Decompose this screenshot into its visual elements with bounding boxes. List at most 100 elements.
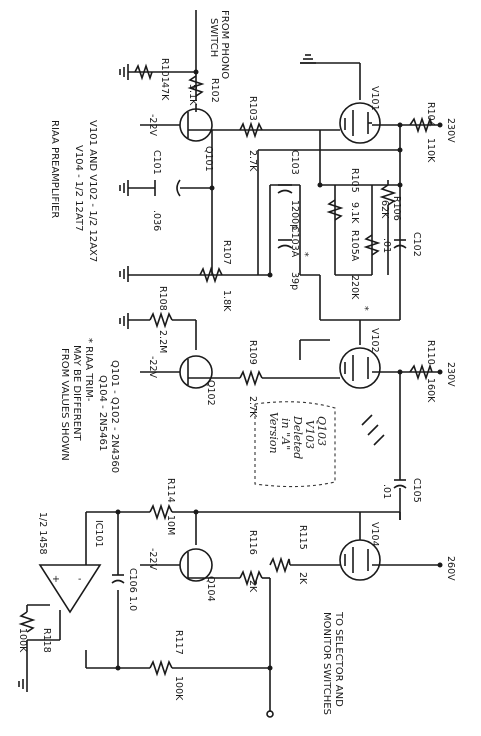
- q102-ref: Q102: [205, 380, 216, 406]
- junction-dot: [317, 182, 323, 188]
- r103-value: 2.7K: [247, 150, 258, 172]
- jfet-q104: [179, 548, 213, 582]
- r110-value: 160K: [425, 378, 436, 403]
- junction-dot: [397, 182, 403, 188]
- r110-ref: R110: [425, 340, 436, 365]
- r105a-star: *: [359, 306, 370, 311]
- junction-dot: [193, 509, 199, 515]
- junction-dot: [267, 665, 273, 671]
- r116-value: 2K: [247, 580, 258, 593]
- ground-symbol: [119, 266, 129, 282]
- terminal-230v-1: [437, 122, 443, 128]
- r117-ref: R117: [173, 630, 184, 655]
- input-label-1: FROM PHONO: [219, 10, 230, 79]
- jfet-q102: [179, 355, 213, 389]
- q101-ref: Q101: [203, 146, 214, 172]
- resistor-r105a: [363, 234, 381, 256]
- r108-ref: R108: [157, 286, 168, 311]
- ground-symbol: [119, 64, 129, 80]
- riaa-trim-note-3: FROM VALUES SHOWN: [59, 348, 70, 461]
- c106-value: 1.0: [127, 596, 138, 611]
- resistor-r117: [149, 659, 173, 677]
- r118-value: 100K: [17, 628, 28, 653]
- diagram-title: RIAA PREAMPLIFIER: [49, 120, 60, 218]
- resistor-r118: [18, 611, 36, 633]
- tube-v102: [339, 347, 381, 389]
- resistor-r115: [269, 556, 291, 574]
- r104-ref: R104: [425, 102, 436, 127]
- r105-ref: R105: [349, 168, 360, 193]
- capacitor-c105: [393, 479, 407, 489]
- r118-ref: R118: [41, 628, 52, 653]
- terminal-230v-2: [437, 369, 443, 375]
- ground-symbol: [300, 54, 316, 64]
- c105-ref: C105: [411, 478, 422, 503]
- junction-dot: [193, 69, 199, 75]
- tube-v104: [339, 539, 381, 581]
- c102-ref: C102: [411, 232, 422, 257]
- opamp-minus-sign: -: [78, 574, 81, 585]
- r115-ref: R115: [297, 525, 308, 550]
- c103a-ref: C103A: [289, 226, 300, 258]
- junction-dot: [115, 665, 121, 671]
- cut-marks: [361, 414, 385, 446]
- c103-ref: C103: [289, 150, 300, 175]
- c103-value: 1200p: [289, 200, 300, 230]
- r109-value: 2.7K: [247, 396, 258, 418]
- r114-value: 10M: [165, 515, 176, 535]
- r102-ref: R102: [209, 78, 220, 103]
- transistor-note-2: Q104 - 2N5461: [97, 375, 108, 451]
- r105-value: 9.1K: [349, 202, 360, 224]
- opamp-ic101: [38, 564, 102, 614]
- resistor-r114: [149, 503, 173, 521]
- terminal-260v: [437, 562, 443, 568]
- supply-neg-3: -22V: [147, 548, 158, 571]
- v104-ref: V104: [369, 522, 380, 547]
- junction-dot: [397, 122, 403, 128]
- resistor-r105: [326, 199, 344, 221]
- jfet-q101: [179, 104, 213, 142]
- capacitor-c103: [277, 184, 293, 194]
- r107-ref: R107: [221, 240, 232, 265]
- capacitor-c103a: [277, 239, 293, 249]
- c105-value: .01: [381, 484, 392, 499]
- r101-ref: R101: [159, 58, 170, 83]
- opamp-plus-sign: +: [52, 574, 60, 585]
- resistor-r108: [149, 311, 173, 329]
- r105a-value: 220K: [349, 275, 360, 300]
- transistor-note-1: Q101 - Q102 - 2N4360: [109, 360, 120, 473]
- resistor-r102: [187, 75, 205, 97]
- ic101-value: 1/2 1458: [37, 512, 48, 555]
- resistor-r106: [379, 184, 397, 206]
- stage-1-wiring: [128, 10, 440, 320]
- c102-value: .01: [381, 238, 392, 253]
- handwritten-deleted: Deleted: [291, 415, 304, 459]
- c101-value: .036: [151, 210, 162, 231]
- r115-value: 2K: [297, 572, 308, 585]
- r106-ref: R106: [391, 196, 402, 221]
- r102-value: 5.1K: [187, 84, 198, 106]
- r106-value: 62K: [379, 200, 390, 219]
- capacitor-c106: [111, 574, 125, 584]
- junction-dot: [115, 509, 121, 515]
- r109-ref: R109: [247, 340, 258, 365]
- c103a-star: *: [299, 252, 310, 257]
- resistor-r110: [409, 363, 433, 381]
- r107-value: 1.8K: [221, 290, 232, 312]
- r105a-ref: R105A: [349, 230, 360, 262]
- stage-3-wiring: [26, 511, 440, 712]
- r116-ref: R116: [247, 530, 258, 555]
- tube-note-2: V104 - 1/2 12AT7: [73, 145, 84, 231]
- ground-symbol: [18, 676, 28, 692]
- r117-value: 100K: [173, 676, 184, 701]
- v102-ref: V102: [369, 328, 380, 353]
- r114-ref: R114: [165, 478, 176, 503]
- handwritten-in-a: in "A": [279, 418, 292, 450]
- c101-ref: C101: [151, 150, 162, 175]
- q104-ref: Q104: [205, 576, 216, 602]
- junction-dot: [397, 369, 403, 375]
- resistor-r103: [239, 121, 263, 139]
- deleted-stage-box: Q103 V103 Deleted in "A" Version: [254, 401, 336, 488]
- c106-ref: C106: [127, 568, 138, 593]
